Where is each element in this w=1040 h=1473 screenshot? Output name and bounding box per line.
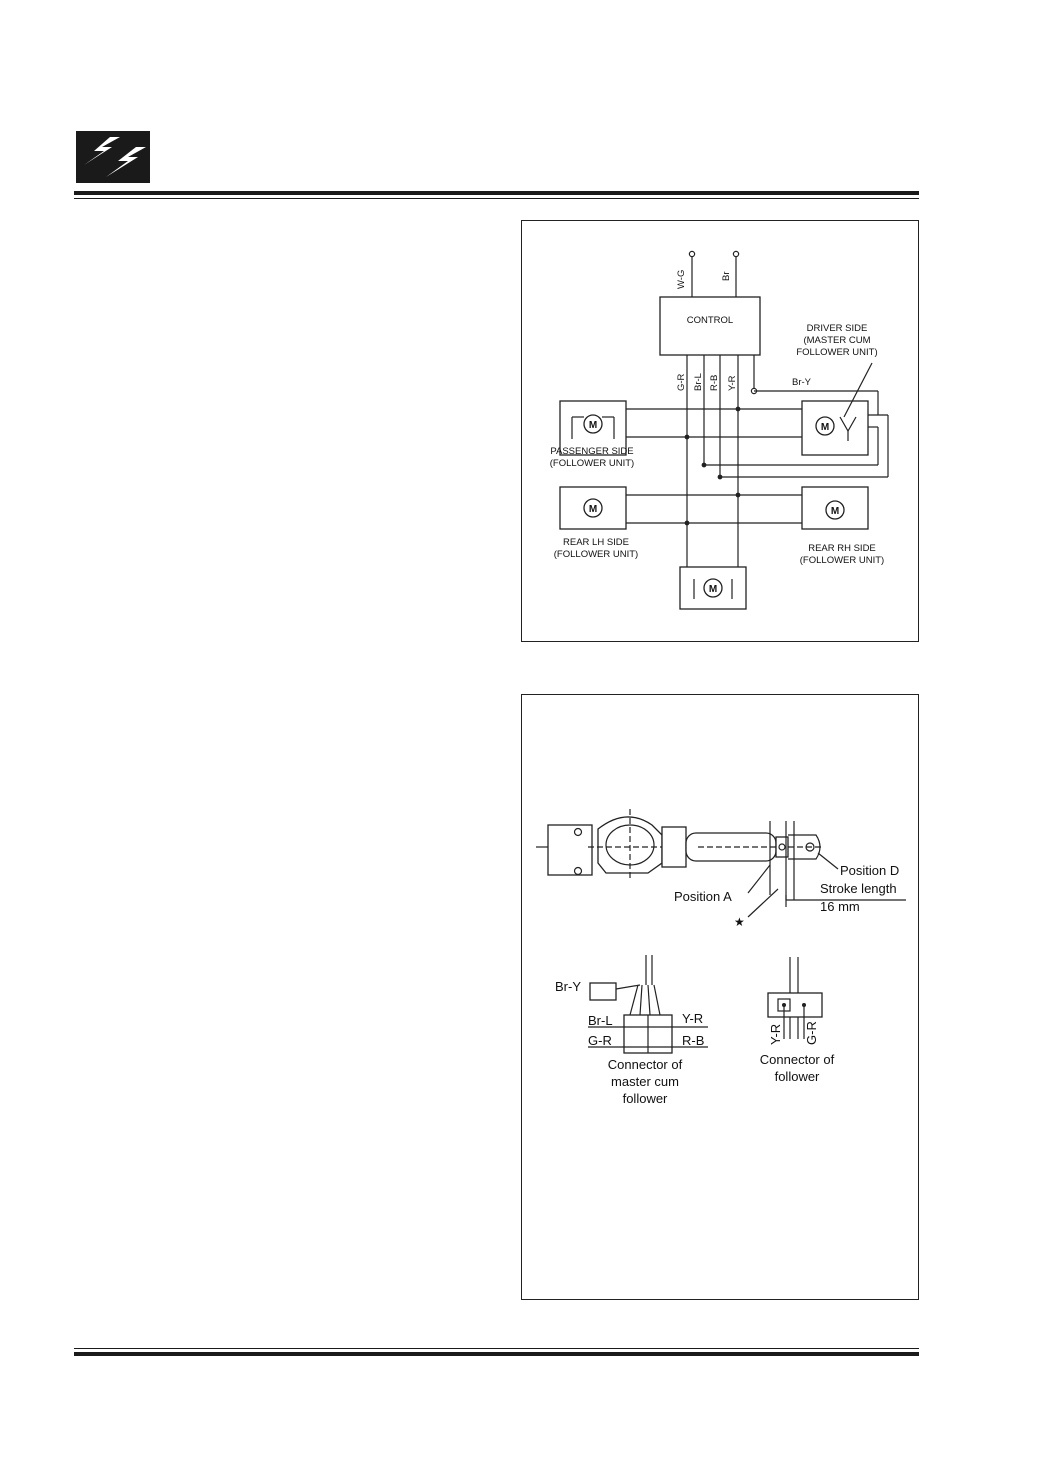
bus-label-r-b: R-B (709, 375, 720, 391)
follower-caption-1: Connector of (760, 1052, 835, 1067)
master-caption-1: Connector of (608, 1057, 683, 1072)
rear-rh-label-2: (FOLLOWER UNIT) (800, 555, 884, 566)
control-label: CONTROL (687, 315, 733, 326)
stroke-value-label: 16 mm (820, 899, 860, 914)
g-r-label: G-R (588, 1033, 612, 1048)
master-caption-3: follower (623, 1091, 668, 1106)
passenger-side-label-1: PASSENGER SIDE (550, 446, 633, 457)
passenger-side-label-2: (FOLLOWER UNIT) (550, 458, 634, 469)
driver-side-label-3: FOLLOWER UNIT) (796, 347, 877, 358)
position-a-label: Position A (674, 889, 732, 904)
br-y-label: Br-Y (555, 979, 581, 994)
bus-label-g-r: G-R (676, 373, 687, 391)
driver-side-label-2: (MASTER CUM (803, 335, 870, 346)
actuator-diagram-figure: Position D Position A Stroke length 16 m… (521, 694, 919, 1300)
motor-icon (825, 500, 845, 520)
motor-icon (583, 414, 603, 434)
actuator-rod (775, 836, 789, 858)
follower-g-r-label: G-R (804, 1021, 819, 1045)
motor-label: M (821, 422, 829, 433)
rear-rh-label-1: REAR RH SIDE (808, 543, 876, 554)
master-caption-2: master cum (611, 1074, 679, 1089)
driver-side-unit (801, 400, 869, 456)
motor-label: M (589, 420, 597, 431)
footer-rule-thin (74, 1348, 919, 1349)
follower-caption-2: follower (775, 1069, 820, 1084)
bus-label-y-r: Y-R (727, 375, 738, 391)
actuator-coupling (661, 826, 687, 868)
bus-label-br-l: Br-L (693, 373, 704, 391)
rear-lh-label-1: REAR LH SIDE (563, 537, 629, 548)
wiring-diagram-figure: W-G Br CONTROL G-R Br-L R-B Y-R Br-Y M P… (521, 220, 919, 642)
br-y-connector (589, 982, 617, 1001)
rear-lh-label-2: (FOLLOWER UNIT) (554, 549, 638, 560)
motor-icon (583, 498, 603, 518)
lightning-icon (84, 137, 146, 177)
br-l-label: Br-L (588, 1013, 613, 1028)
motor-icon (815, 416, 835, 436)
wire-label-w-g: W-G (676, 270, 687, 289)
header-rule (74, 191, 919, 195)
stroke-length-label: Stroke length (820, 881, 897, 896)
motor-label: M (831, 506, 839, 517)
br-y-label: Br-Y (792, 377, 812, 388)
header-rule-thin (74, 198, 919, 199)
position-d-label: Position D (840, 863, 899, 878)
motor-label: M (709, 584, 717, 595)
follower-connector-body (767, 992, 823, 1018)
actuator-diagram: Position D Position A Stroke length 16 m… (536, 809, 906, 1106)
y-r-label: Y-R (682, 1011, 703, 1026)
wire-label-br: Br (721, 272, 732, 282)
wiring-diagram: W-G Br CONTROL G-R Br-L R-B Y-R Br-Y M P… (550, 250, 889, 610)
brand-logo (76, 131, 150, 183)
footer-rule (74, 1352, 919, 1356)
motor-icon (703, 578, 723, 598)
control-unit (659, 296, 761, 356)
actuator-motor-housing (547, 824, 593, 876)
motor-label: M (589, 504, 597, 515)
r-b-label: R-B (682, 1033, 704, 1048)
driver-side-label-1: DRIVER SIDE (807, 323, 868, 334)
star-icon: ★ (734, 915, 745, 929)
follower-y-r-label: Y-R (768, 1024, 783, 1045)
